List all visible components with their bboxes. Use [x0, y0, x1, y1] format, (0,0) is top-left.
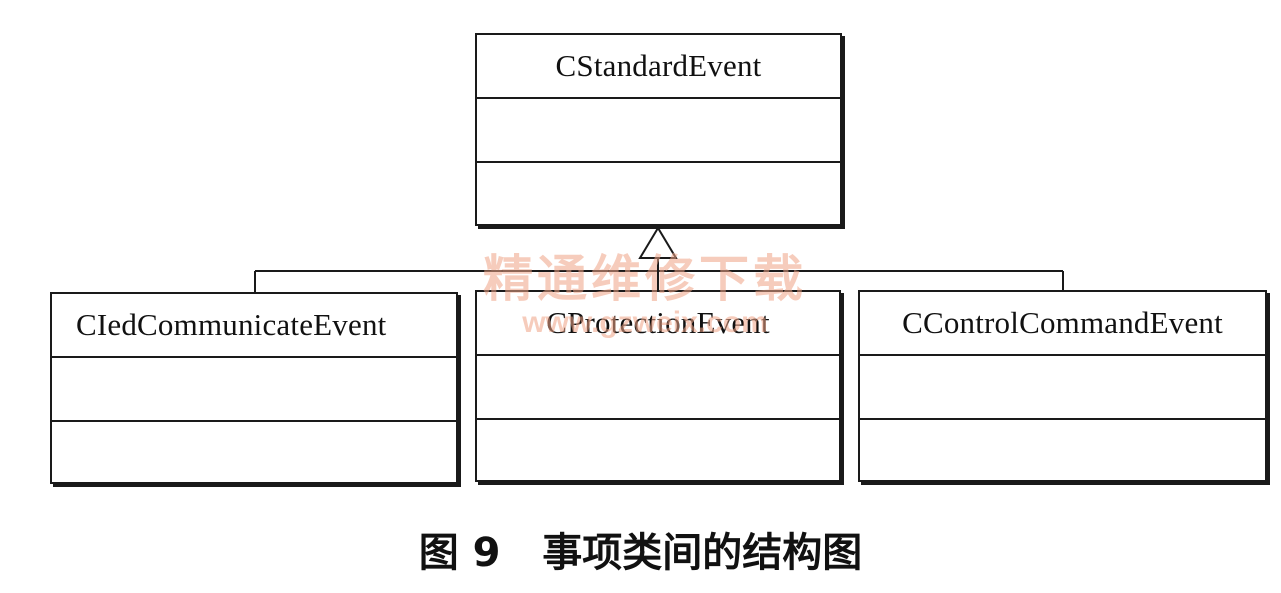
- class-box-cstandardevent[interactable]: CStandardEvent: [475, 33, 842, 226]
- class-operations-compartment: [860, 420, 1265, 480]
- class-name: CIedCommunicateEvent: [52, 294, 456, 358]
- class-name: CStandardEvent: [477, 35, 840, 99]
- figure-caption: 图 9 事项类间的结构图: [418, 530, 863, 576]
- class-operations-compartment: [477, 163, 840, 223]
- generalization-arrowhead-icon: [638, 226, 678, 259]
- class-box-ciedcommunicateevent[interactable]: CIedCommunicateEvent: [50, 292, 458, 484]
- class-attributes-compartment: [477, 99, 840, 163]
- class-name: CControlCommandEvent: [860, 292, 1265, 356]
- class-attributes-compartment: [477, 356, 839, 420]
- class-attributes-compartment: [52, 358, 456, 422]
- class-box-ccontrolcommandevent[interactable]: CControlCommandEvent: [858, 290, 1267, 482]
- class-name: CProtectionEvent: [477, 292, 839, 356]
- class-operations-compartment: [477, 420, 839, 480]
- class-box-cprotectionevent[interactable]: CProtectionEvent: [475, 290, 841, 482]
- class-operations-compartment: [52, 422, 456, 482]
- class-attributes-compartment: [860, 356, 1265, 420]
